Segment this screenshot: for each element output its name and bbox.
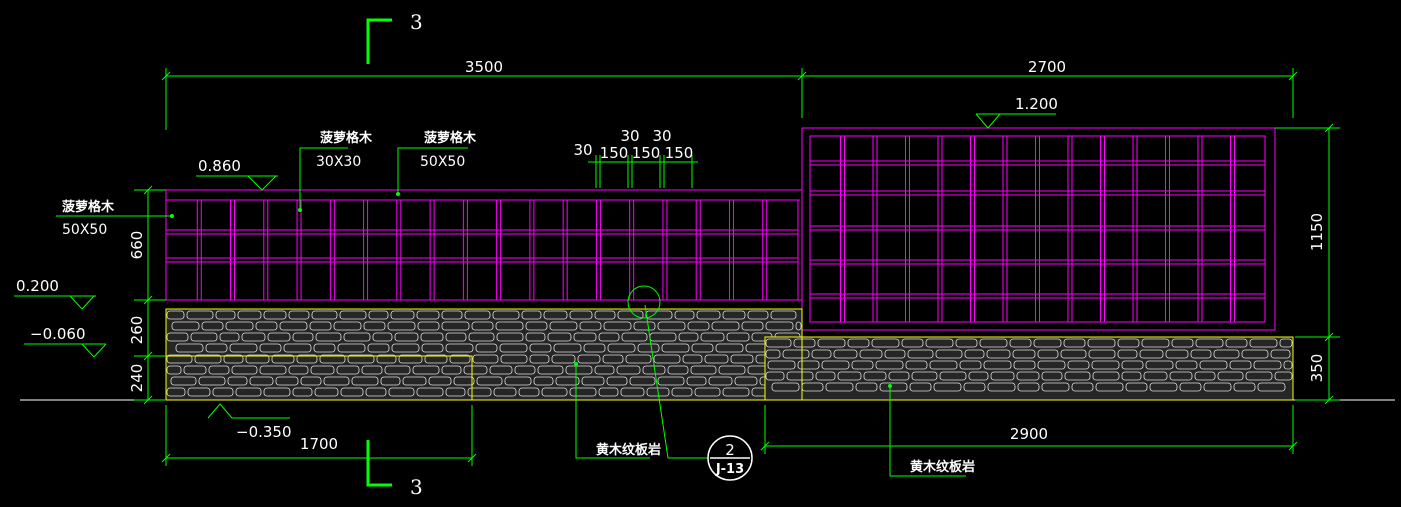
elevation-markers: [14, 113, 1056, 419]
detail-dim-150b: 150: [632, 144, 661, 162]
leader-dots: [170, 192, 892, 388]
stone-base-left: [166, 309, 802, 400]
stone-outline-right: [764, 336, 1294, 401]
elevation-1200: 1.200: [1015, 95, 1058, 113]
label-pine-lattice-a: 菠萝格木: [320, 130, 373, 146]
label-pine-lattice-b: 菠萝格木: [424, 130, 477, 146]
lattice-panel-low: [165, 189, 803, 301]
dimension-top-right: 2700: [1028, 58, 1066, 76]
section-mark-top-number: 3: [410, 10, 423, 34]
elevation-0200: 0.200: [16, 277, 59, 295]
label-stone-b: 黄木纹板岩: [910, 459, 975, 475]
elevation-0860: 0.860: [198, 157, 241, 175]
label-pine-size-b: 50X50: [420, 154, 465, 170]
detail-dim-150c: 150: [665, 144, 694, 162]
dimension-bottom-right: 2900: [1010, 425, 1048, 443]
dimension-right-1150: 1150: [1308, 213, 1326, 251]
section-mark-bottom: [366, 440, 392, 487]
left-dimension-chain: [134, 185, 166, 405]
stone-outline-lower-left: [165, 355, 473, 401]
detail-callout: 2 J-13: [707, 435, 753, 481]
dimension-left-240: 240: [128, 364, 146, 393]
label-pine-lattice-c: 菠萝格木: [62, 199, 115, 215]
detail-dim-30b: 30: [620, 127, 639, 145]
material-leaders: [56, 147, 966, 477]
label-stone-a: 黄木纹板岩: [596, 442, 661, 458]
detail-dim-150a: 150: [600, 144, 629, 162]
detail-dim-30c: 30: [652, 127, 671, 145]
detail-callout-number: 2: [725, 441, 735, 459]
label-pine-size-a: 30X30: [316, 154, 361, 170]
dimension-left-660: 660: [128, 231, 146, 260]
detail-dim-30a: 30: [573, 141, 592, 159]
stone-base-right: [765, 337, 1293, 400]
elevation-minus-0060: −0.060: [30, 325, 86, 343]
top-dimension-chain: [161, 68, 1298, 130]
stone-outline-upper: [165, 308, 803, 401]
dimension-right-350: 350: [1308, 354, 1326, 383]
dimension-left-260: 260: [128, 316, 146, 345]
dimension-bottom-left: 1700: [300, 435, 338, 453]
right-dimension-chain: [1275, 123, 1340, 405]
label-pine-size-c: 50X50: [62, 222, 107, 238]
bottom-dimensions: [161, 405, 1298, 466]
section-mark-bottom-number: 3: [410, 475, 423, 499]
detail-spacing-dimension: [588, 155, 698, 188]
dimension-top-left: 3500: [465, 58, 503, 76]
detail-callout-sheet: J-13: [715, 462, 744, 477]
lattice-panel-high: [801, 127, 1276, 331]
section-mark-top: [366, 18, 392, 64]
stone-outlines: [165, 308, 1294, 401]
elevation-minus-0350: −0.350: [236, 423, 292, 441]
detail-highlight-circle: [627, 285, 661, 319]
